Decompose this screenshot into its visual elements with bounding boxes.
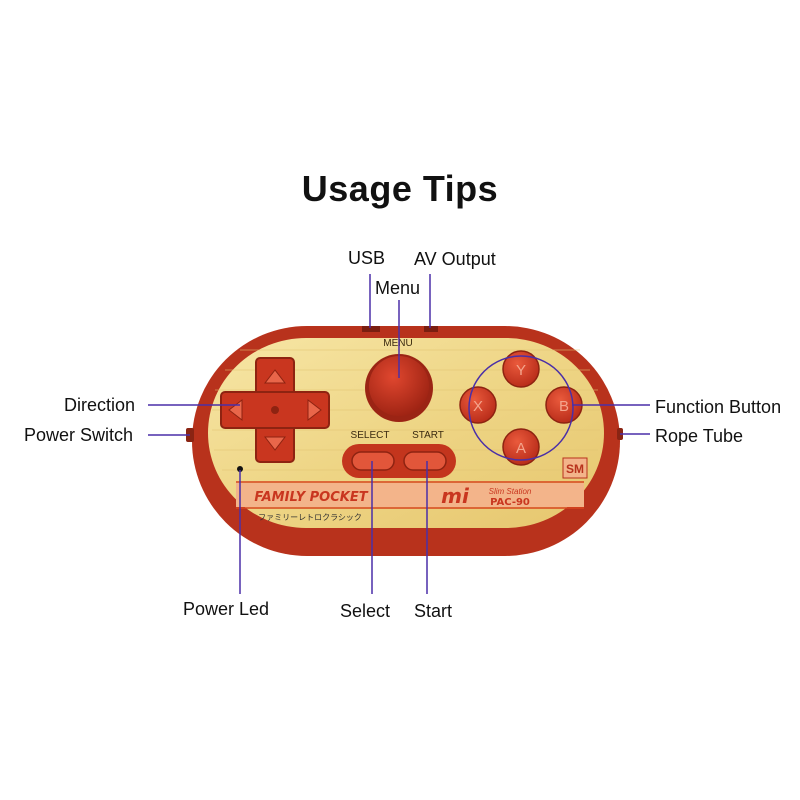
sm-badge (562, 457, 588, 479)
select-device-label: SELECT (351, 430, 390, 441)
menu-stick[interactable] (365, 354, 433, 422)
button-y[interactable] (502, 350, 540, 388)
button-a-letter: A (516, 440, 526, 457)
model-name-text: PAC-90 (490, 497, 530, 508)
rope-tube-label: Rope Tube (655, 426, 744, 446)
menu-device-label: MENU (383, 338, 412, 349)
controller-faceplate (208, 338, 604, 528)
power-led-dot (237, 466, 243, 472)
av-output-label: AV Output (414, 249, 496, 269)
model-sub-text: Slim Station (489, 487, 532, 496)
usb-label: USB (348, 248, 386, 268)
usb-port (362, 326, 380, 332)
dpad-up-arrow-icon (263, 369, 287, 384)
function-button-ring (468, 355, 574, 461)
select-label: Select (340, 601, 391, 621)
button-a[interactable] (502, 428, 540, 466)
leader-lines (148, 274, 650, 594)
direction-label: Direction (64, 395, 136, 415)
dpad-right-arrow-icon (307, 398, 322, 422)
menu-label: Menu (375, 278, 421, 298)
japanese-text: ファミリーレトロクラシック (258, 513, 362, 522)
start-device-label: START (412, 430, 444, 441)
face-buttons: Y X B A (459, 350, 583, 466)
model-logo-text: mi (441, 484, 470, 508)
function-button-label: Function Button (655, 397, 782, 417)
brand-stripe (236, 483, 584, 507)
start-label: Start (414, 601, 453, 621)
power-switch-label: Power Switch (24, 425, 134, 445)
dpad-down-arrow-icon (263, 436, 287, 451)
page-title: Usage Tips (301, 168, 499, 209)
button-y-letter: Y (516, 362, 526, 379)
button-b-letter: B (559, 398, 569, 415)
brand-banner-text: FAMILY POCKET (254, 490, 368, 505)
d-pad[interactable] (220, 357, 330, 463)
select-button[interactable] (351, 451, 395, 471)
start-button[interactable] (403, 451, 447, 471)
power-led-label: Power Led (183, 599, 270, 619)
sm-badge-text: SM (566, 462, 584, 476)
av-port (424, 326, 438, 332)
button-x-letter: X (473, 398, 483, 415)
